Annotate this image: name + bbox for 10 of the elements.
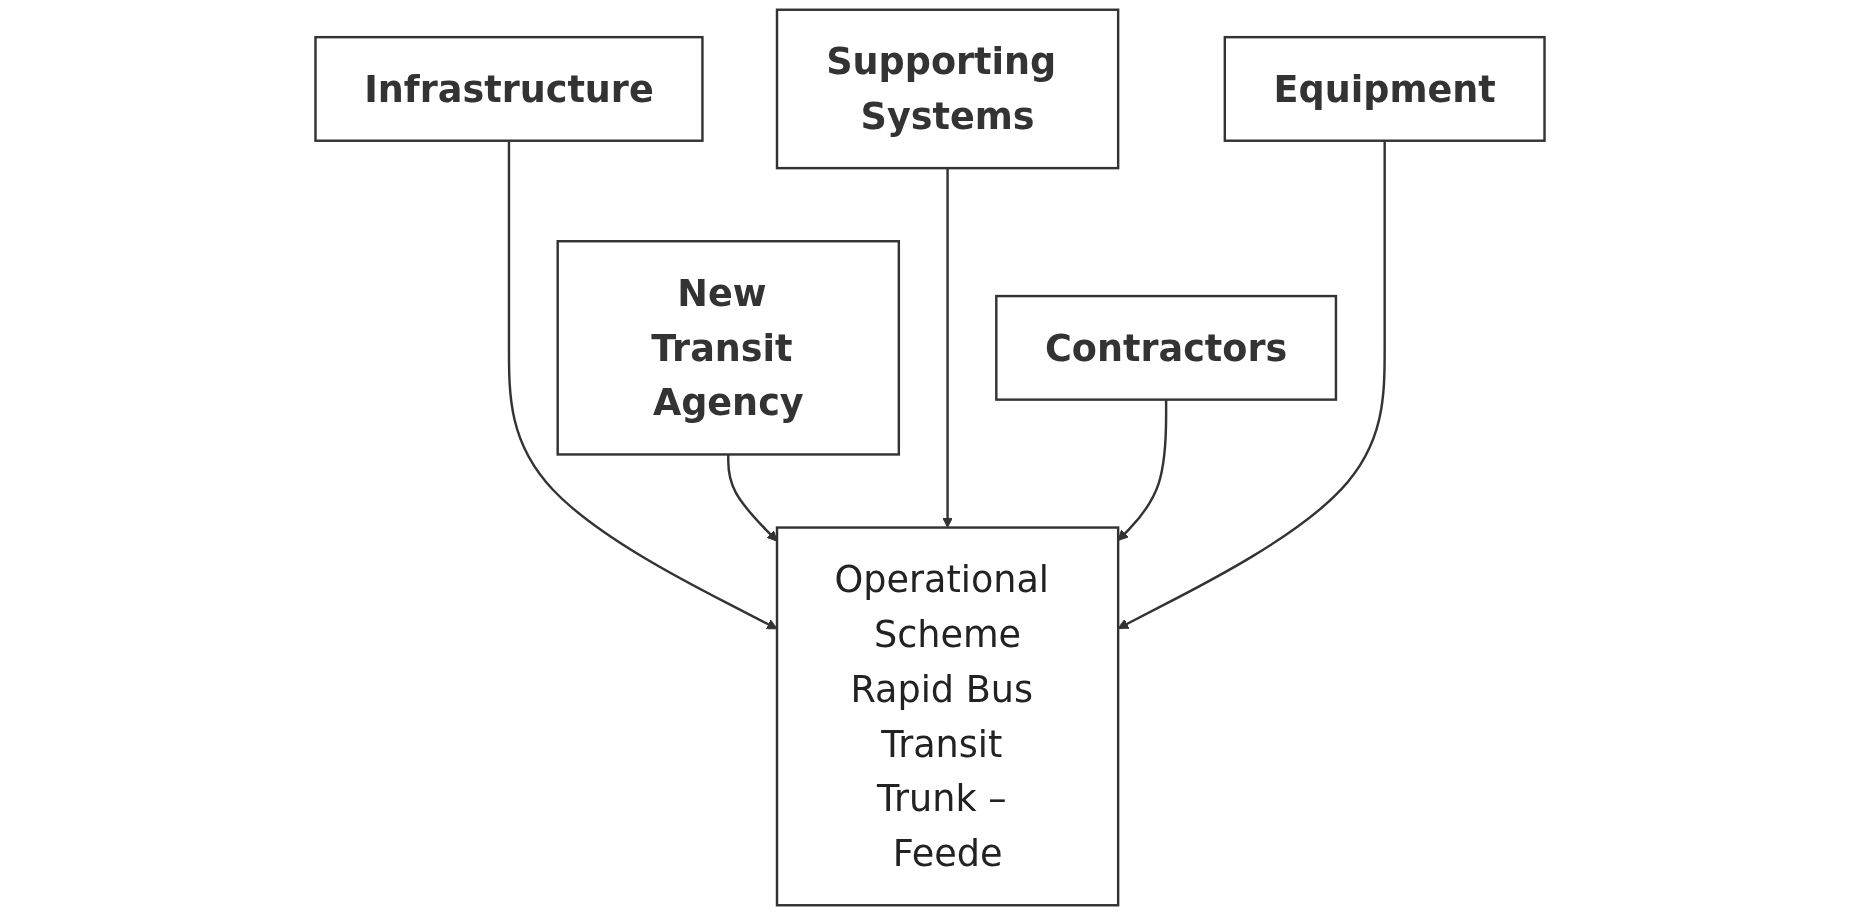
arrow [507,140,778,630]
arrow [1117,399,1168,541]
arrow [727,454,778,542]
node-box: New Transit Agency [556,240,901,456]
node-box: Contractors [995,294,1338,401]
node-box: Operational Scheme Rapid Bus Transit Trunk – Feede [775,526,1120,907]
node-box: Equipment [1223,35,1546,142]
node-box: Supporting Systems [775,8,1120,170]
node-box: Infrastructure [314,35,704,142]
arrow [1117,140,1386,629]
